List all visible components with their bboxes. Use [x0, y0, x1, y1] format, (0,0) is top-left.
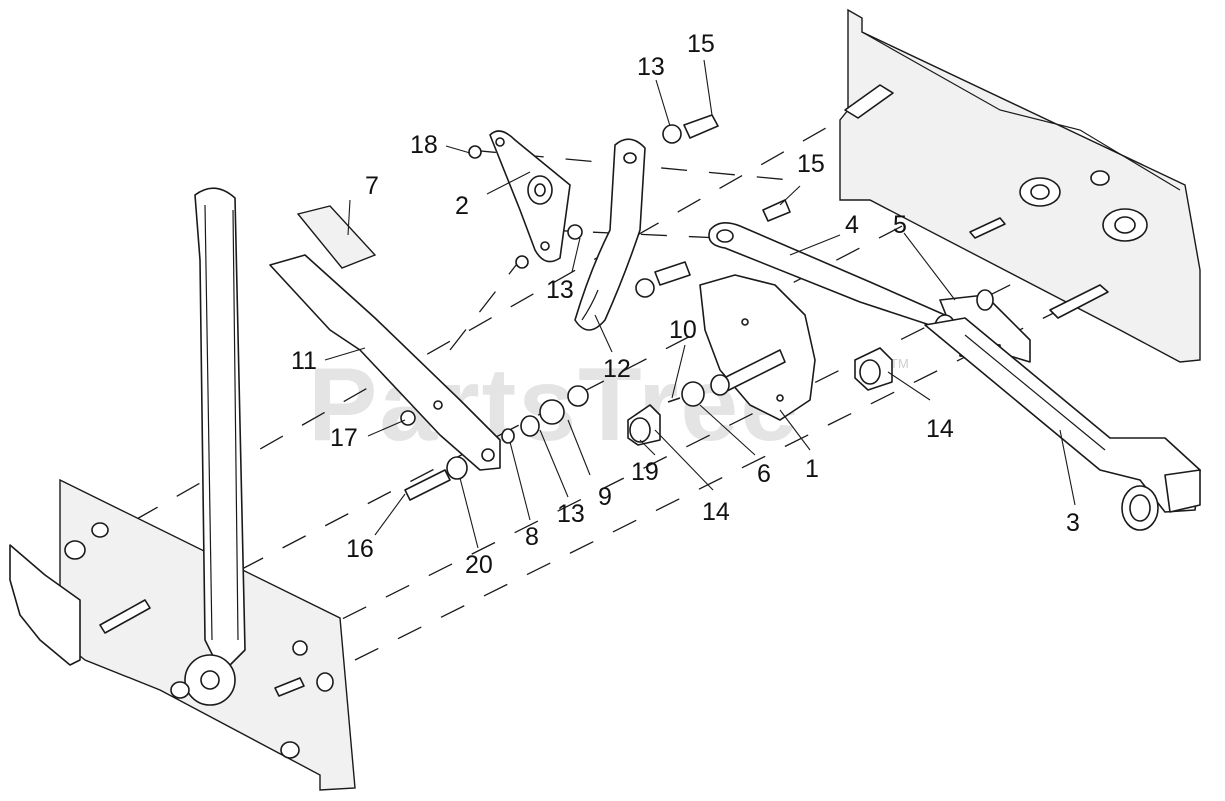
part-11-pedal: [269, 254, 501, 471]
part-1-disc: [699, 274, 816, 421]
callout-18: 18: [410, 131, 438, 159]
small-hardware: [400, 114, 893, 501]
left-side-plate: [9, 187, 356, 791]
callout-9: 9: [598, 483, 612, 511]
watermark-trademark: TM: [890, 356, 909, 371]
callout-14: 14: [926, 415, 954, 443]
leader-lines: [324, 59, 1076, 549]
callout-3: 3: [1066, 509, 1080, 537]
callout-4: 4: [845, 211, 859, 239]
callout-2: 2: [455, 192, 469, 220]
callout-6: 6: [757, 460, 771, 488]
callout-19: 19: [631, 458, 659, 486]
callout-5: 5: [893, 211, 907, 239]
callout-15: 15: [797, 150, 825, 178]
callout-labels: 15 13 18 7 2 15 4 5 13 10 11 12 14 17 19…: [291, 30, 1080, 579]
right-frame-plate: [839, 8, 1201, 363]
callout-17: 17: [330, 424, 358, 452]
callout-13: 13: [546, 276, 574, 304]
callout-8: 8: [525, 523, 539, 551]
callout-20: 20: [465, 551, 493, 579]
callout-13: 13: [637, 53, 665, 81]
callout-15: 15: [687, 30, 715, 58]
callout-12: 12: [603, 355, 631, 383]
part-7-pad: [296, 205, 377, 269]
callout-1: 1: [805, 455, 819, 483]
part-12-lever: [574, 138, 646, 331]
callout-10: 10: [669, 316, 697, 344]
callout-7: 7: [365, 172, 379, 200]
callout-11: 11: [291, 347, 317, 375]
callout-16: 16: [346, 535, 374, 563]
part-2-bracket: [489, 130, 571, 263]
part-3-arm: [924, 317, 1201, 531]
callout-13: 13: [557, 500, 585, 528]
callout-14: 14: [702, 498, 730, 526]
